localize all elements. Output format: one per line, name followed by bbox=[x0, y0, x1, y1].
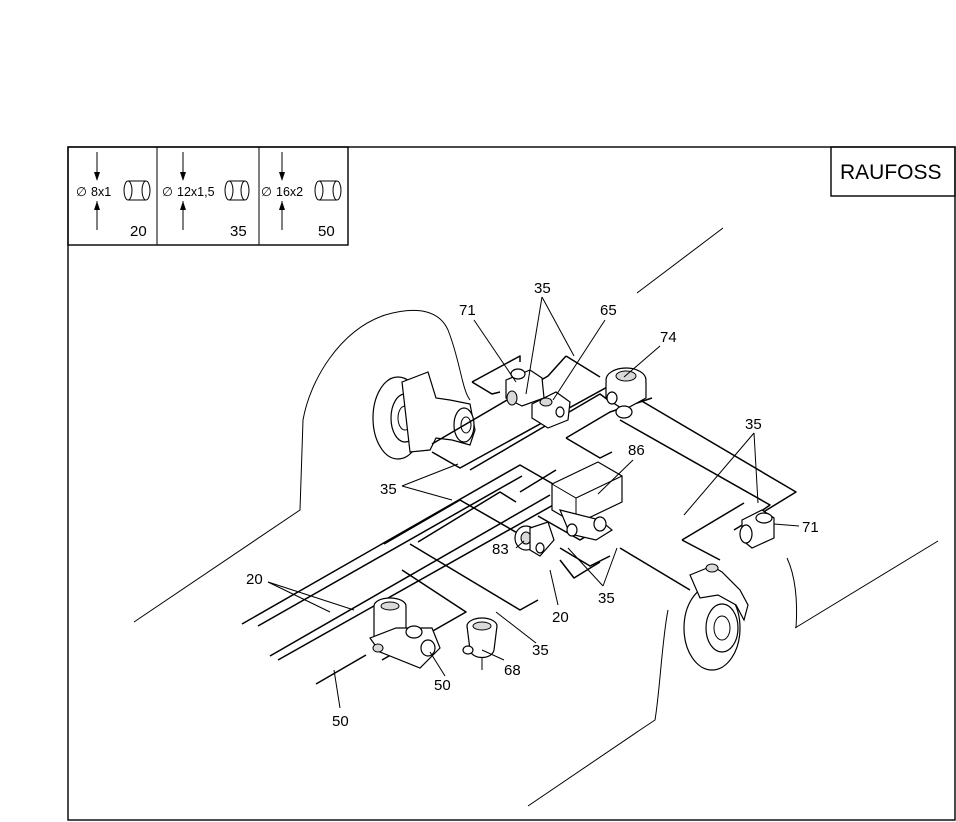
callout-35-top: 35 bbox=[534, 280, 551, 297]
air-pipes bbox=[241, 355, 797, 685]
tube-icon bbox=[123, 180, 151, 201]
legend-size-2: 12x1,5 bbox=[177, 185, 215, 199]
legend-code-2: 35 bbox=[230, 223, 247, 240]
tube-icon bbox=[314, 180, 342, 201]
pipe-size-legend: ∅ 8x1 20 ∅ 12x1,5 35 bbox=[67, 146, 349, 246]
air-dryer bbox=[369, 597, 441, 669]
tank-68 bbox=[462, 617, 498, 670]
legend-diameter-3: ∅ bbox=[261, 185, 272, 199]
rear-brake-disc-right bbox=[683, 563, 749, 671]
brand-label: RAUFOSS bbox=[840, 161, 942, 184]
brand-box: RAUFOSS bbox=[830, 146, 956, 197]
valve-71-top bbox=[505, 368, 545, 407]
vehicle-outline bbox=[133, 227, 939, 807]
drawing-frame bbox=[67, 146, 956, 821]
callout-50-left: 50 bbox=[332, 713, 349, 730]
callout-65: 65 bbox=[600, 302, 617, 319]
callout-86: 86 bbox=[628, 442, 645, 459]
callout-labels: 71 35 65 74 35 86 71 35 20 83 35 20 35 6… bbox=[246, 280, 819, 730]
legend-code-1: 20 bbox=[130, 223, 147, 240]
callout-35-lower: 35 bbox=[532, 642, 549, 659]
callout-68: 68 bbox=[504, 662, 521, 679]
callout-20-left: 20 bbox=[246, 571, 263, 588]
callout-71-top: 71 bbox=[459, 302, 476, 319]
callout-71-right: 71 bbox=[802, 519, 819, 536]
callout-83: 83 bbox=[492, 541, 509, 558]
callout-74: 74 bbox=[660, 329, 677, 346]
callout-35-bottom: 35 bbox=[598, 590, 615, 607]
valve-71-right bbox=[739, 509, 775, 549]
valve-74 bbox=[605, 367, 647, 419]
legend-cell-12x1-5: ∅ 12x1,5 35 bbox=[162, 152, 250, 240]
legend-size-1: 8x1 bbox=[91, 185, 111, 199]
front-brake-disc-left bbox=[372, 371, 476, 460]
valve-83 bbox=[514, 521, 555, 557]
leader-lines bbox=[267, 296, 800, 709]
ecu-86 bbox=[551, 461, 623, 541]
legend-cell-16x2: ∅ 16x2 50 bbox=[261, 152, 342, 240]
callout-20-mid: 20 bbox=[552, 609, 569, 626]
callout-35-right: 35 bbox=[745, 416, 762, 433]
valve-65 bbox=[531, 391, 571, 429]
callout-50-right: 50 bbox=[434, 677, 451, 694]
legend-cell-8x1: ∅ 8x1 20 bbox=[76, 152, 151, 240]
legend-code-3: 50 bbox=[318, 223, 335, 240]
callout-35-left: 35 bbox=[380, 481, 397, 498]
legend-diameter-2: ∅ bbox=[162, 185, 173, 199]
legend-size-3: 16x2 bbox=[276, 185, 303, 199]
tube-icon bbox=[224, 180, 250, 201]
legend-diameter-1: ∅ bbox=[76, 185, 87, 199]
